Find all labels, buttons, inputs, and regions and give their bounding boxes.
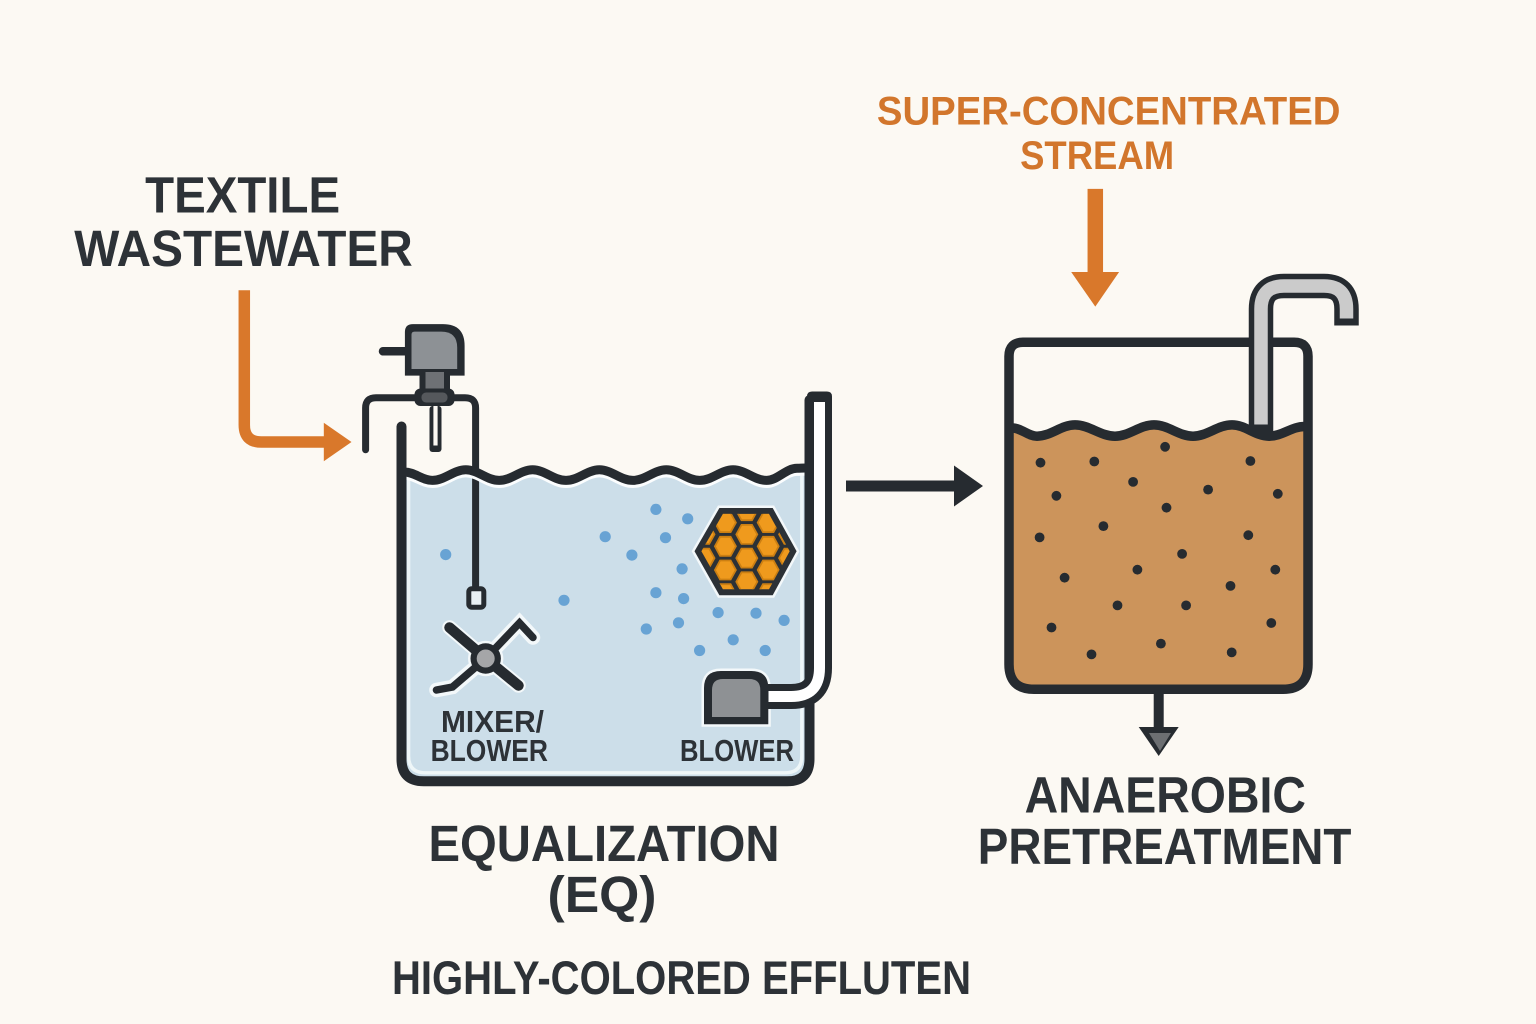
svg-text:BLOWER: BLOWER: [431, 733, 548, 768]
svg-text:ANAEROBIC: ANAEROBIC: [1025, 767, 1306, 824]
svg-text:TEXTILE: TEXTILE: [145, 167, 340, 224]
svg-text:(EQ): (EQ): [548, 866, 657, 923]
svg-text:BLOWER: BLOWER: [680, 733, 794, 768]
svg-text:STREAM: STREAM: [1020, 134, 1174, 178]
svg-text:WASTEWATER: WASTEWATER: [74, 220, 413, 277]
svg-text:EQUALIZATION: EQUALIZATION: [429, 815, 780, 872]
svg-text:MIXER/: MIXER/: [441, 704, 544, 739]
svg-text:HIGHLY-COLORED EFFLUTEN: HIGHLY-COLORED EFFLUTEN: [392, 951, 971, 1004]
svg-text:PRETREATMENT: PRETREATMENT: [978, 818, 1352, 875]
svg-text:SUPER-CONCENTRATED: SUPER-CONCENTRATED: [877, 89, 1341, 133]
